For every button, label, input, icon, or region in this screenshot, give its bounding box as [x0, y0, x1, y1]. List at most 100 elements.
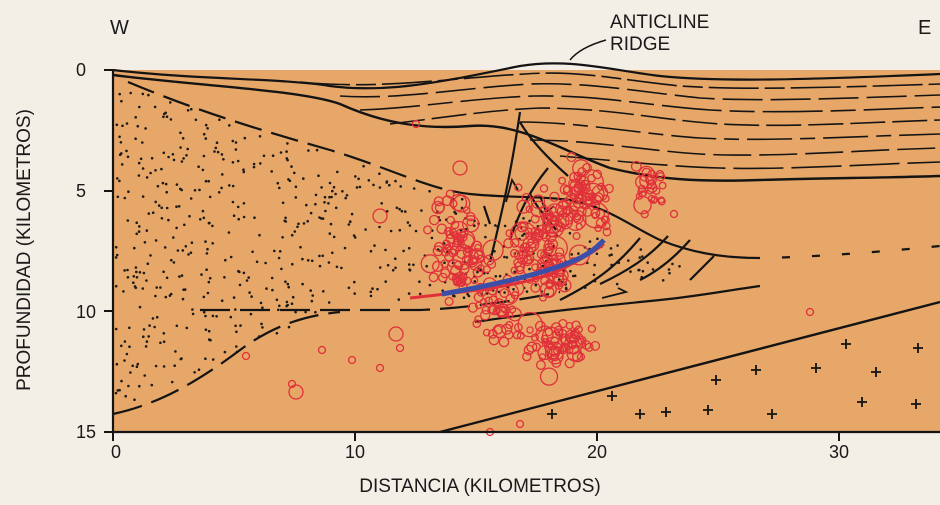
stipple-dot [232, 161, 235, 164]
stipple-dot [151, 157, 154, 160]
stipple-dot [608, 254, 611, 257]
stipple-dot [182, 157, 185, 160]
stipple-dot [616, 244, 619, 247]
stipple-dot [285, 220, 288, 223]
stipple-dot [570, 253, 573, 256]
stipple-dot [243, 216, 246, 219]
stipple-dot [198, 189, 201, 192]
stipple-dot [116, 124, 119, 127]
stipple-dot [318, 255, 321, 258]
stipple-dot [175, 205, 178, 208]
stipple-dot [133, 398, 136, 401]
stipple-dot [176, 183, 179, 186]
stipple-dot [195, 119, 198, 122]
stipple-dot [129, 92, 132, 95]
stipple-dot [233, 296, 236, 299]
stipple-dot [118, 389, 121, 392]
stipple-dot [185, 154, 188, 157]
stipple-dot [149, 254, 152, 257]
stipple-dot [359, 186, 362, 189]
stipple-dot [495, 275, 498, 278]
stipple-dot [506, 256, 509, 259]
stipple-dot [596, 253, 599, 256]
stipple-dot [182, 137, 185, 140]
stipple-dot [348, 223, 351, 226]
stipple-dot [184, 288, 187, 291]
stipple-dot [261, 326, 264, 329]
stipple-dot [307, 149, 310, 152]
stipple-dot [272, 154, 275, 157]
stipple-dot [429, 284, 432, 287]
stipple-dot [164, 246, 167, 249]
stipple-dot [244, 137, 247, 140]
stipple-dot [324, 210, 327, 213]
stipple-dot [170, 118, 173, 121]
stipple-dot [239, 324, 242, 327]
stipple-dot [277, 309, 280, 312]
stipple-dot [569, 270, 572, 273]
stipple-dot [178, 275, 181, 278]
stipple-dot [276, 299, 279, 302]
stipple-dot [372, 184, 375, 187]
stipple-dot [147, 335, 150, 338]
stipple-dot [136, 365, 139, 368]
stipple-dot [461, 198, 464, 201]
x-tick-label: 30 [829, 442, 849, 462]
stipple-dot [276, 332, 279, 335]
stipple-dot [141, 141, 144, 144]
stipple-dot [162, 116, 165, 119]
stipple-dot [394, 257, 397, 260]
stipple-dot [293, 172, 296, 175]
stipple-dot [126, 122, 129, 125]
x-axis-title: DISTANCIA (KILOMETROS) [359, 476, 600, 497]
stipple-dot [177, 249, 180, 252]
stipple-dot [198, 368, 201, 371]
stipple-dot [334, 193, 337, 196]
stipple-dot [124, 340, 127, 343]
stipple-dot [285, 305, 288, 308]
stipple-dot [116, 363, 119, 366]
stipple-dot [155, 286, 158, 289]
stipple-dot [453, 211, 456, 214]
y-axis-title: PROFUNDIDAD (KILOMETROS) [14, 109, 35, 391]
stipple-dot [385, 181, 388, 184]
stipple-dot [115, 256, 118, 259]
stipple-dot [221, 173, 224, 176]
stipple-dot [132, 281, 135, 284]
stipple-dot [398, 298, 401, 301]
stipple-dot [319, 265, 322, 268]
stipple-dot [138, 225, 141, 228]
stipple-dot [148, 212, 151, 215]
stipple-dot [118, 180, 121, 183]
stipple-dot [174, 350, 177, 353]
stipple-dot [378, 172, 381, 175]
stipple-dot [165, 191, 168, 194]
y-tick-label: 5 [76, 181, 86, 201]
stipple-dot [212, 358, 215, 361]
stipple-dot [463, 296, 466, 299]
stipple-dot [412, 264, 415, 267]
stipple-dot [131, 365, 134, 368]
stipple-dot [190, 108, 193, 111]
stipple-dot [285, 150, 288, 153]
stipple-dot [154, 169, 157, 172]
stipple-dot [392, 269, 395, 272]
stipple-dot [205, 180, 208, 183]
stipple-dot [376, 288, 379, 291]
stipple-dot [235, 141, 238, 144]
stipple-dot [569, 232, 572, 235]
stipple-dot [205, 268, 208, 271]
stipple-dot [394, 267, 397, 270]
stipple-dot [218, 118, 221, 121]
stipple-dot [344, 247, 347, 250]
stipple-dot [180, 358, 183, 361]
stipple-dot [299, 246, 302, 249]
stipple-dot [287, 286, 290, 289]
stipple-dot [413, 187, 416, 190]
stipple-dot [172, 236, 175, 239]
stipple-dot [340, 267, 343, 270]
stipple-dot [443, 261, 446, 264]
stipple-dot [204, 315, 207, 318]
stipple-dot [287, 178, 290, 181]
stipple-dot [420, 209, 423, 212]
